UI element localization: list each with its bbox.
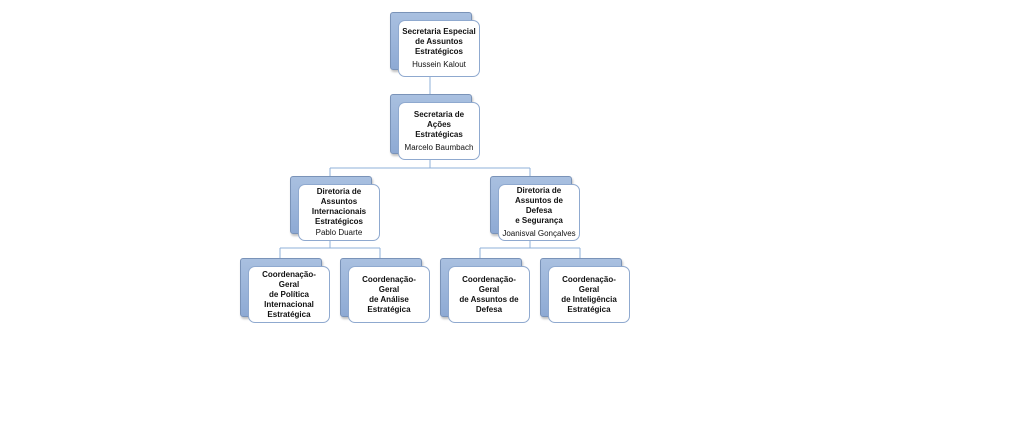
node-card: Diretoria de Assuntos Internacionais Est…: [298, 184, 380, 241]
node-person: Joanisval Gonçalves: [502, 229, 576, 238]
node-title: Diretoria de Assuntos de Defesa e Segura…: [514, 186, 563, 225]
node-title: Coordenação-Geral de Inteligência Estrat…: [561, 274, 617, 314]
node-card: Secretaria de Ações Estratégicas Marcelo…: [398, 102, 480, 160]
node-title: Coordenação-Geral de Análise Estratégica: [362, 274, 416, 314]
node-title: Coordenação-Geral de Assuntos de Defesa: [459, 274, 519, 314]
node-card: Coordenação-Geral de Análise Estratégica: [348, 266, 430, 323]
node-person: Hussein Kalout: [412, 60, 466, 69]
node-title: Secretaria de Ações Estratégicas: [413, 109, 465, 139]
node-card: Coordenação-Geral de Inteligência Estrat…: [548, 266, 630, 323]
node-card: Coordenação-Geral de Assuntos de Defesa: [448, 266, 530, 323]
node-card: Diretoria de Assuntos de Defesa e Segura…: [498, 184, 580, 241]
node-title: Coordenação-Geral de Política Internacio…: [262, 269, 316, 319]
node-title: Diretoria de Assuntos Internacionais Est…: [311, 187, 367, 226]
node-card: Secretaria Especial de Assuntos Estratég…: [398, 20, 480, 77]
node-person: Marcelo Baumbach: [404, 142, 474, 152]
node-card: Coordenação-Geral de Política Internacio…: [248, 266, 330, 323]
node-person: Pablo Duarte: [315, 228, 363, 237]
node-title: Secretaria Especial de Assuntos Estratég…: [402, 27, 476, 56]
